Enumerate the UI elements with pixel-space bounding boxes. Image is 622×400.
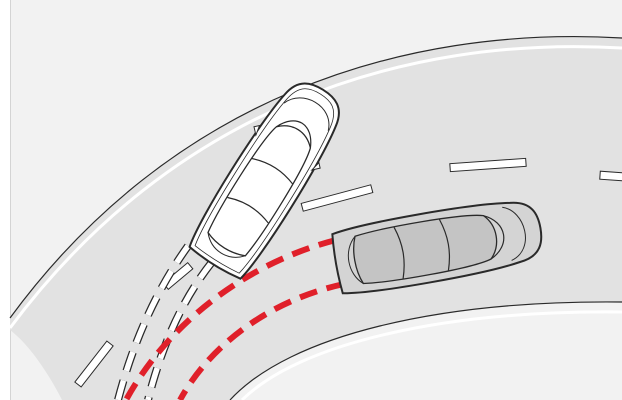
skidding-car-roof-line (438, 219, 451, 271)
lane-dash (449, 157, 527, 173)
inner-road-edge (229, 301, 622, 400)
skidding-car-icon (331, 201, 543, 295)
lane-dash (74, 340, 114, 388)
guided-car-hood (283, 97, 330, 131)
guided-car-rear-window (207, 232, 246, 258)
intended-path-tracks (114, 243, 216, 400)
tire-track-left-fill (115, 244, 191, 400)
tire-track-right-fill (145, 260, 215, 400)
left-margin-rule (0, 0, 11, 400)
guided-car-mirror (310, 161, 321, 171)
skidding-car-hood (502, 206, 526, 261)
guided-car-roof-line (227, 196, 269, 224)
skid-path (123, 237, 345, 400)
guided-car-mirror (253, 124, 261, 137)
lane-dashes (74, 157, 622, 388)
guided-car-windshield (276, 120, 312, 148)
guided-car-outline-inner (194, 88, 335, 274)
skid-track-lower (177, 281, 345, 400)
lane-dash (599, 170, 622, 182)
guided-car-icon (188, 82, 340, 280)
road-surface (10, 36, 622, 400)
skid-track-upper (123, 237, 337, 400)
guided-car-roof-line (251, 157, 294, 185)
skidding-car-cabin (353, 214, 498, 285)
inner-road-edge-shoulder (240, 310, 622, 400)
skidding-car-windshield (483, 215, 505, 260)
skidding-car-rear-window (347, 235, 364, 284)
lane-dash (300, 184, 374, 212)
skidding-car-roof-line (393, 227, 405, 279)
